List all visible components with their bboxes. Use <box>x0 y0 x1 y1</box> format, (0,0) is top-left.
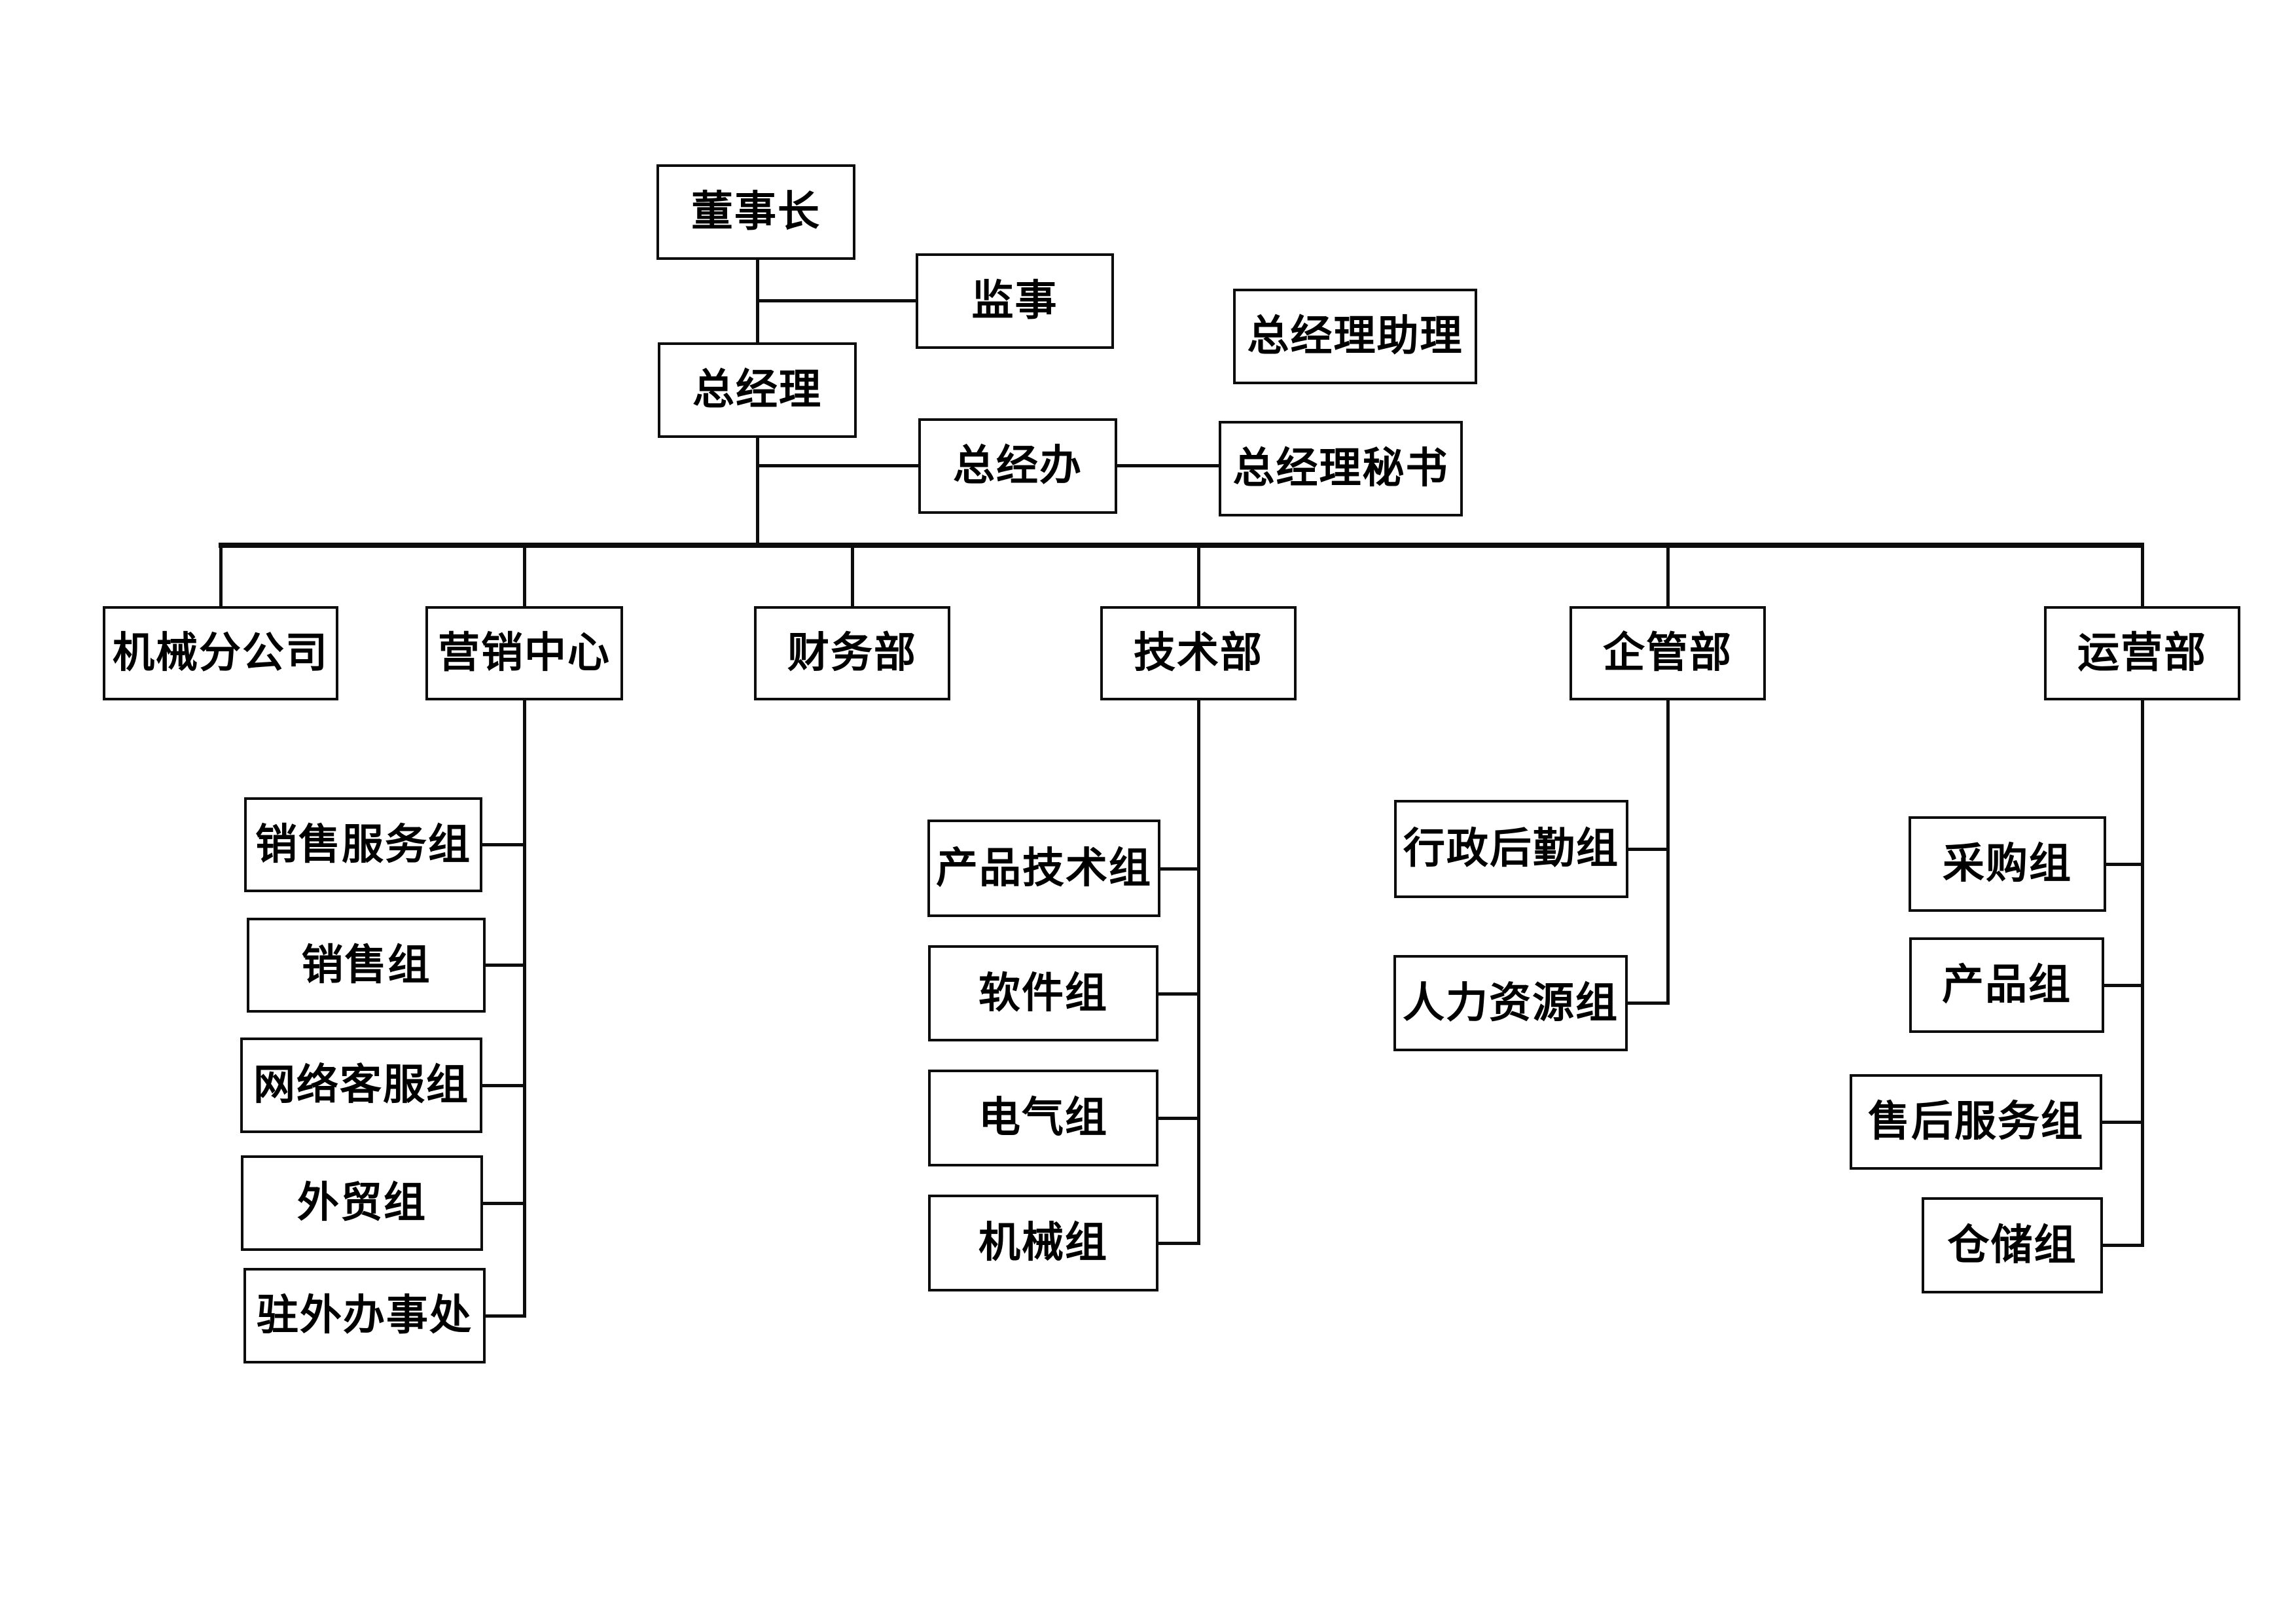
org-node-label: 驻外办事处 <box>257 1292 473 1339</box>
org-node-label: 采购组 <box>1943 840 2072 887</box>
org-node-admin-logistics: 行政后勤组 <box>1394 800 1628 898</box>
org-node-sales: 销售组 <box>247 918 486 1013</box>
org-node-supervisor: 监事 <box>916 253 1114 349</box>
connector-stub-sales-service <box>482 843 526 846</box>
connector-branch-to-gm-office <box>756 464 920 467</box>
org-node-label: 技术部 <box>1134 630 1263 676</box>
org-node-operations-dept: 运营部 <box>2044 606 2240 700</box>
connector-tech-subtree-vert <box>1197 700 1200 1245</box>
connector-drop-marketing <box>523 545 526 606</box>
org-node-tech-dept: 技术部 <box>1100 606 1297 700</box>
org-node-label: 人力资源组 <box>1403 979 1619 1026</box>
connector-drop-tech <box>1197 545 1200 606</box>
org-node-sales-service: 销售服务组 <box>244 797 482 892</box>
org-node-warehouse: 仓储组 <box>1922 1197 2103 1293</box>
org-node-label: 总经理助理 <box>1247 313 1463 359</box>
org-node-general-manager: 总经理 <box>658 342 857 438</box>
org-node-label: 外贸组 <box>297 1180 427 1226</box>
org-node-software: 软件组 <box>928 945 1158 1041</box>
connector-stub-electrical <box>1158 1117 1200 1120</box>
org-node-label: 售后服务组 <box>1868 1098 2084 1145</box>
org-node-label: 仓储组 <box>1947 1221 2077 1269</box>
org-node-gm-secretary: 总经理秘书 <box>1219 421 1463 516</box>
org-node-mechanical: 机械组 <box>928 1195 1158 1291</box>
org-node-chairman: 董事长 <box>656 164 855 260</box>
org-node-label: 软件组 <box>978 969 1108 1017</box>
org-node-label: 营销中心 <box>438 630 611 676</box>
org-node-label: 网络客服组 <box>253 1062 469 1108</box>
org-node-label: 销售组 <box>301 941 431 988</box>
org-node-foreign-trade: 外贸组 <box>241 1155 483 1251</box>
connector-stub-software <box>1158 992 1200 996</box>
connector-stub-sales <box>486 964 526 967</box>
org-node-label: 产品组 <box>1942 962 2072 1008</box>
connector-stub-warehouse <box>2103 1244 2144 1247</box>
org-node-human-resources: 人力资源组 <box>1393 955 1628 1051</box>
org-node-label: 机械分公司 <box>113 630 329 676</box>
connector-stub-product <box>2104 984 2144 987</box>
connector-drop-finance <box>851 545 854 606</box>
org-node-label: 产品技术组 <box>936 844 1152 892</box>
connector-drop-ent-mgmt <box>1666 545 1670 606</box>
org-node-label: 总经理 <box>692 367 822 413</box>
connector-stub-procurement <box>2106 863 2144 866</box>
org-node-marketing-center: 营销中心 <box>425 606 623 700</box>
org-node-label: 总经办 <box>953 442 1083 489</box>
org-node-machinery-branch: 机械分公司 <box>103 606 338 700</box>
org-node-online-service: 网络客服组 <box>240 1038 482 1133</box>
connector-ent-mgmt-subtree-vert <box>1666 700 1670 1005</box>
org-node-gm-office: 总经办 <box>918 418 1117 514</box>
org-node-electrical: 电气组 <box>928 1070 1158 1166</box>
connector-stub-product-tech <box>1160 867 1200 871</box>
connector-operations-subtree-vert <box>2141 700 2144 1247</box>
org-node-label: 电气组 <box>978 1094 1108 1141</box>
connector-gm-down-vert <box>756 438 759 545</box>
org-node-product: 产品组 <box>1909 937 2104 1033</box>
org-node-label: 董事长 <box>691 189 821 235</box>
org-node-label: 行政后勤组 <box>1403 825 1619 872</box>
connector-stub-online-service <box>482 1084 526 1087</box>
org-node-label: 监事 <box>971 278 1058 324</box>
org-node-procurement: 采购组 <box>1909 816 2106 912</box>
connector-stub-human-resources <box>1628 1001 1670 1005</box>
connector-branch-to-supervisor <box>756 299 917 302</box>
org-node-label: 企管部 <box>1603 630 1732 676</box>
org-node-label: 总经理秘书 <box>1232 445 1449 492</box>
org-node-after-sales: 售后服务组 <box>1850 1074 2102 1170</box>
connector-marketing-subtree-vert <box>523 700 526 1318</box>
connector-drop-machinery <box>219 545 223 606</box>
org-node-label: 运营部 <box>2077 630 2207 676</box>
org-node-label: 财务部 <box>787 630 917 676</box>
connector-stub-overseas-office <box>486 1314 526 1318</box>
org-node-label: 销售服务组 <box>255 821 471 868</box>
connector-main-horizontal <box>219 543 2144 548</box>
connector-stub-foreign-trade <box>483 1202 526 1205</box>
org-node-label: 机械组 <box>978 1219 1108 1266</box>
org-node-ent-mgmt-dept: 企管部 <box>1570 606 1766 700</box>
connector-stub-admin-logistics <box>1628 848 1670 851</box>
org-node-product-tech: 产品技术组 <box>927 820 1160 917</box>
org-node-finance-dept: 财务部 <box>754 606 950 700</box>
connector-drop-operations <box>2141 545 2144 606</box>
org-node-gm-assistant: 总经理助理 <box>1233 289 1477 384</box>
connector-stub-mechanical <box>1158 1242 1200 1245</box>
connector-gm-office-to-secretary <box>1117 464 1220 467</box>
org-node-overseas-office: 驻外办事处 <box>243 1268 486 1363</box>
connector-stub-after-sales <box>2102 1121 2144 1124</box>
